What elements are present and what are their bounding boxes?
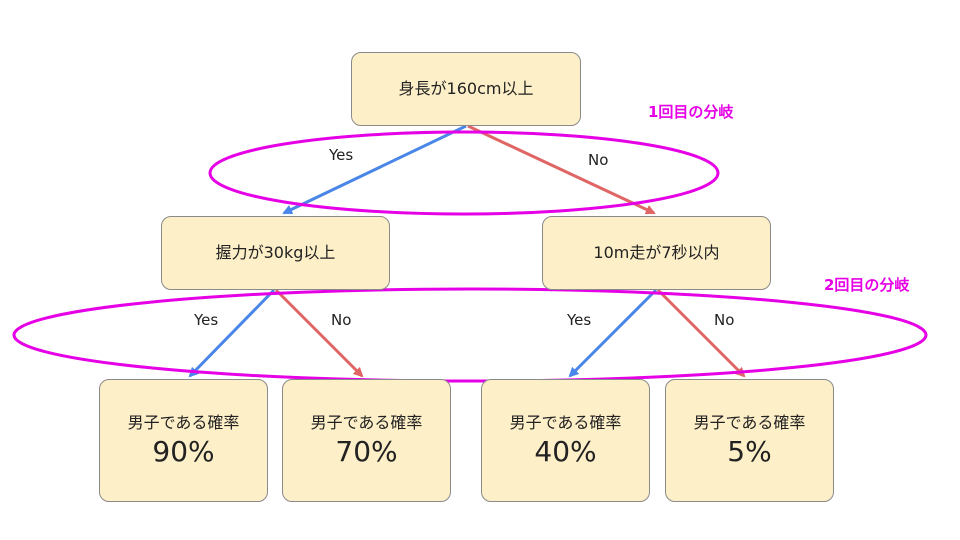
edge-left-no — [274, 288, 364, 378]
leaf-node-3: 男子である確率 40% — [481, 379, 650, 502]
right-node-label: 10m走が7秒以内 — [593, 243, 720, 262]
leaf-label: 男子である確率 — [509, 412, 622, 432]
leaf-probability: 70% — [335, 434, 398, 468]
leaf-probability: 5% — [727, 434, 772, 468]
edge-label-yes-right: Yes — [567, 311, 592, 329]
root-label: 身長が160cm以上 — [398, 79, 534, 98]
edge-label-no-root: No — [588, 151, 609, 169]
left-node-label: 握力が30kg以上 — [215, 243, 336, 262]
leaf-label: 男子である確率 — [310, 412, 423, 432]
edge-right-yes — [568, 288, 658, 378]
edge-root-yes — [282, 124, 467, 215]
first-split-ellipse — [208, 130, 720, 216]
edge-left-yes — [188, 288, 276, 378]
leaf-probability: 40% — [534, 434, 597, 468]
second-split-annotation: 2回目の分岐 — [824, 276, 910, 294]
edge-label-yes-left: Yes — [194, 311, 219, 329]
edge-right-no — [656, 288, 746, 378]
root-node: 身長が160cm以上 — [351, 52, 581, 126]
edge-label-no-left: No — [331, 311, 352, 329]
leaf-node-4: 男子である確率 5% — [665, 379, 834, 502]
right-node: 10m走が7秒以内 — [542, 216, 771, 290]
left-node: 握力が30kg以上 — [161, 216, 390, 290]
leaf-node-2: 男子である確率 70% — [282, 379, 451, 502]
leaf-label: 男子である確率 — [693, 412, 806, 432]
leaf-probability: 90% — [152, 434, 215, 468]
leaf-label: 男子である確率 — [127, 412, 240, 432]
second-split-ellipse — [12, 287, 928, 383]
leaf-node-1: 男子である確率 90% — [99, 379, 268, 502]
edge-root-no — [467, 124, 656, 215]
first-split-annotation: 1回目の分岐 — [648, 103, 734, 121]
edge-label-no-right: No — [714, 311, 735, 329]
edge-label-yes-root: Yes — [329, 146, 354, 164]
